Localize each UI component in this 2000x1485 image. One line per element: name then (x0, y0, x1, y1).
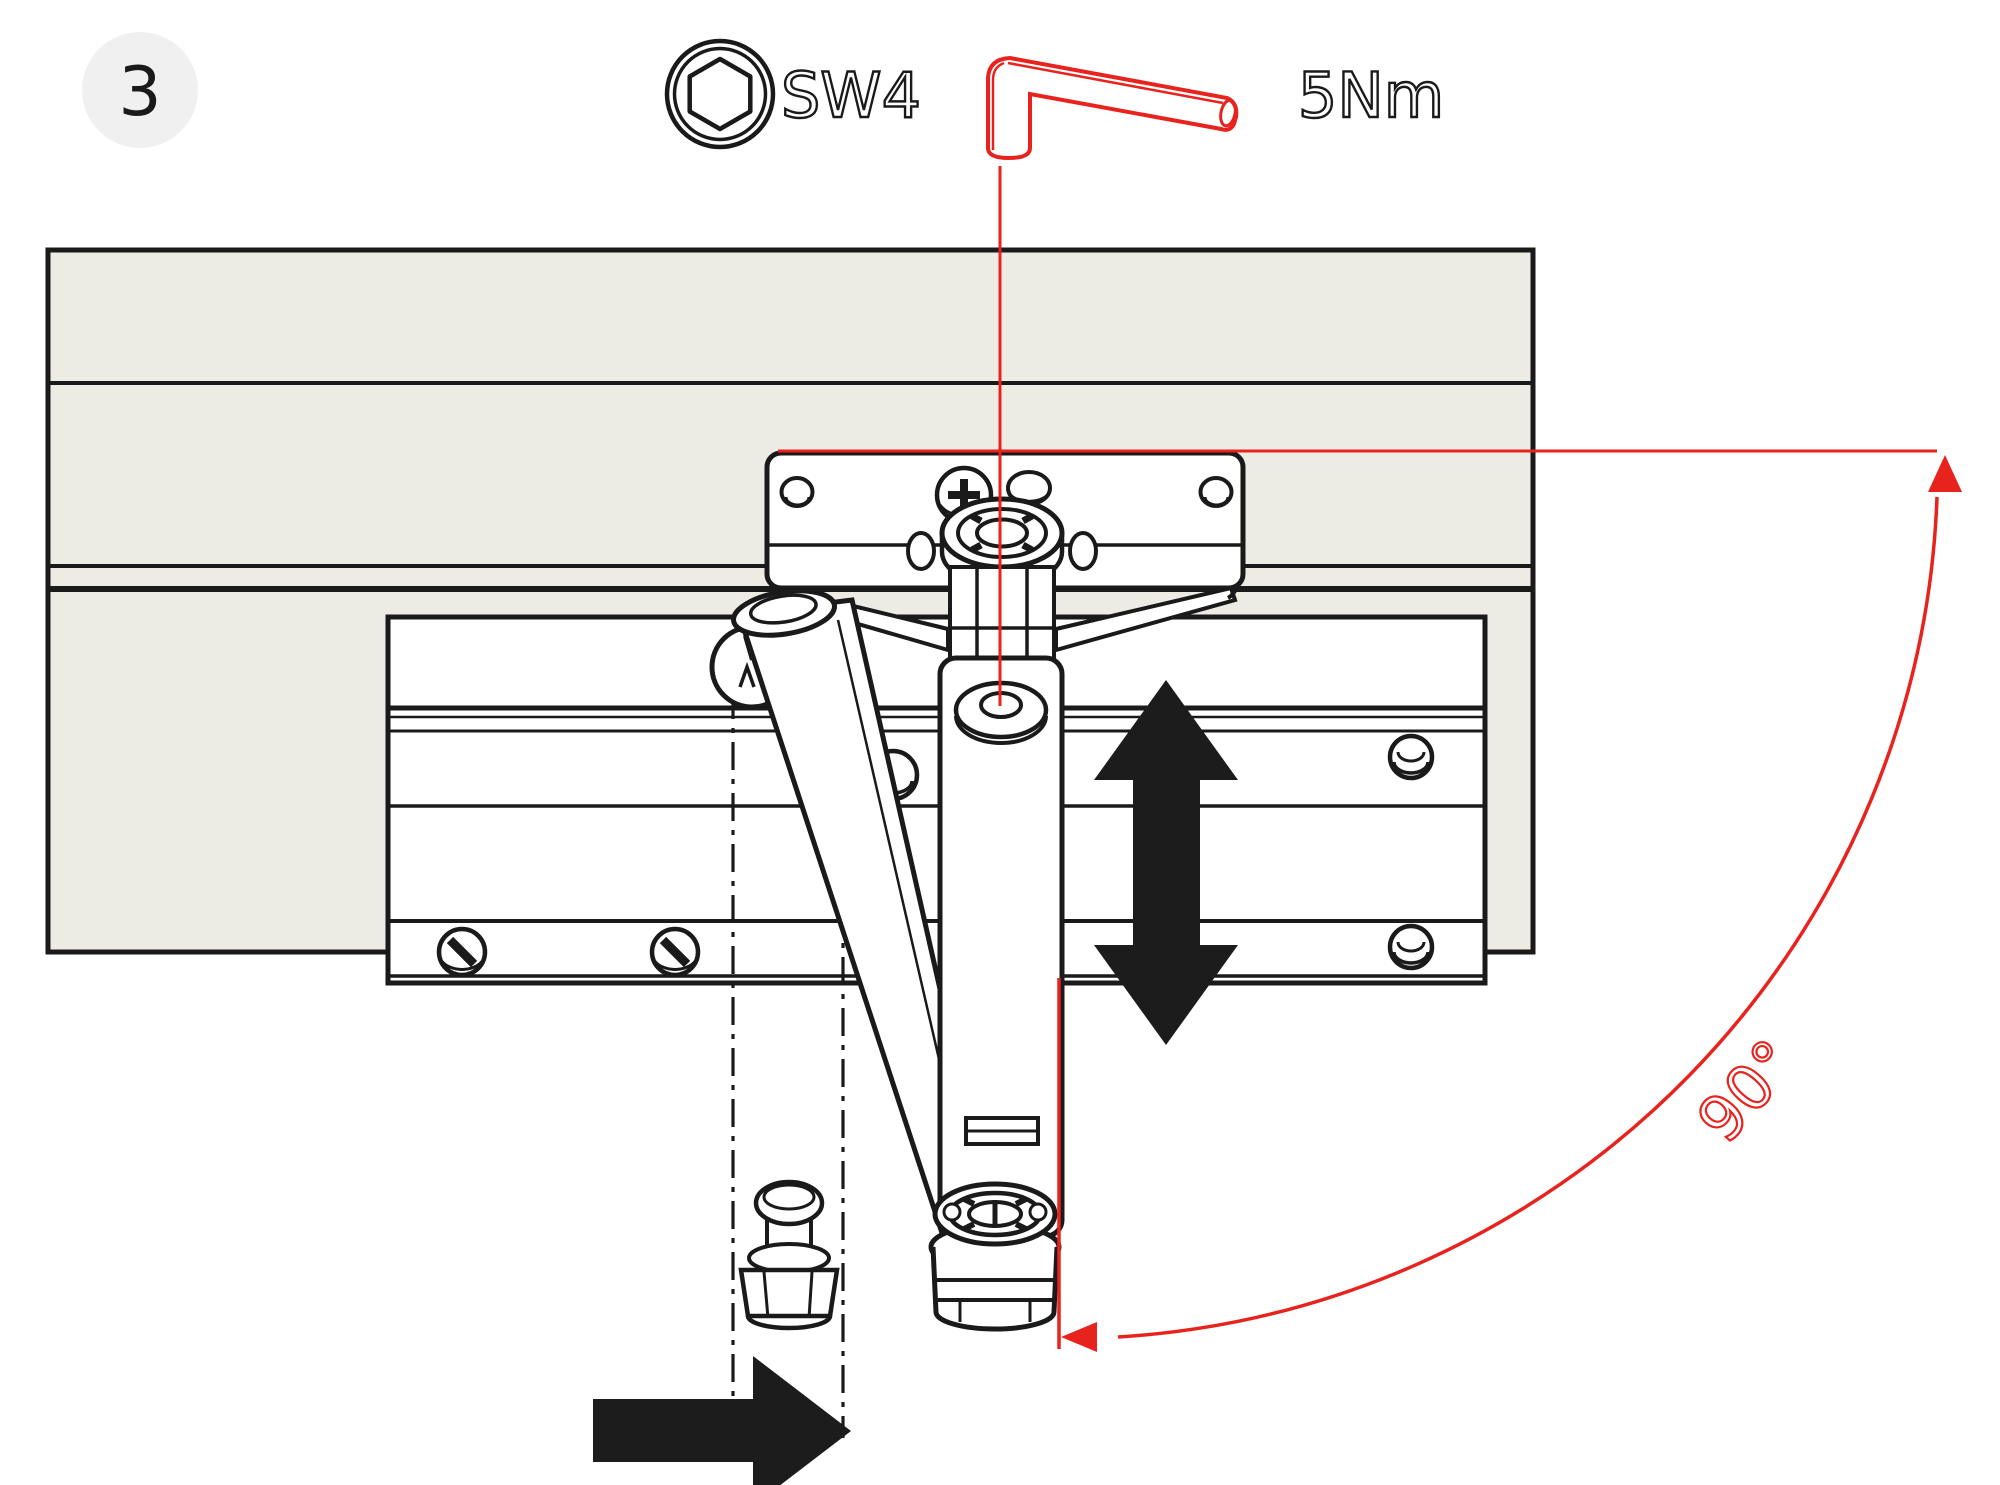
socket-size-label: SW4 (781, 59, 921, 132)
slide-direction-arrow-icon (593, 1356, 851, 1485)
elbow-tick (743, 635, 754, 661)
arc-arrowhead-up (1928, 455, 1962, 492)
vertical-adjust-arrow-icon (1094, 680, 1238, 1045)
elbow-clip-mark (738, 661, 756, 688)
locating-pin (738, 1179, 840, 1331)
closer-neck (948, 565, 1056, 662)
plate-screw-hole-left (779, 476, 815, 508)
step-number: 3 (118, 53, 161, 132)
hub-side-pin-right (1068, 531, 1098, 571)
closer-body (937, 655, 1065, 1239)
rail-screw-ball-lower (1387, 923, 1435, 971)
plate-screw-hole-right (1198, 476, 1234, 508)
elbow-pivot-ball (731, 588, 837, 638)
slide-rail (385, 614, 1488, 986)
arc-arrowhead-left (1061, 1322, 1097, 1352)
body-slot (964, 1116, 1040, 1146)
hub-side-pin-left (906, 531, 936, 571)
mounting-plate (764, 450, 1246, 662)
swing-arc (1117, 496, 1939, 1339)
step-badge: 3 (82, 32, 198, 148)
rail-screw-slotted-right (649, 926, 701, 978)
rail-screw-ball-upper (1387, 733, 1435, 781)
allen-key-icon (986, 55, 1239, 161)
pinion-assembly (928, 1181, 1062, 1332)
torque-label: 5Nm (1298, 59, 1444, 132)
rail-screw-slotted-left (436, 926, 488, 978)
hex-socket-icon (664, 38, 776, 150)
